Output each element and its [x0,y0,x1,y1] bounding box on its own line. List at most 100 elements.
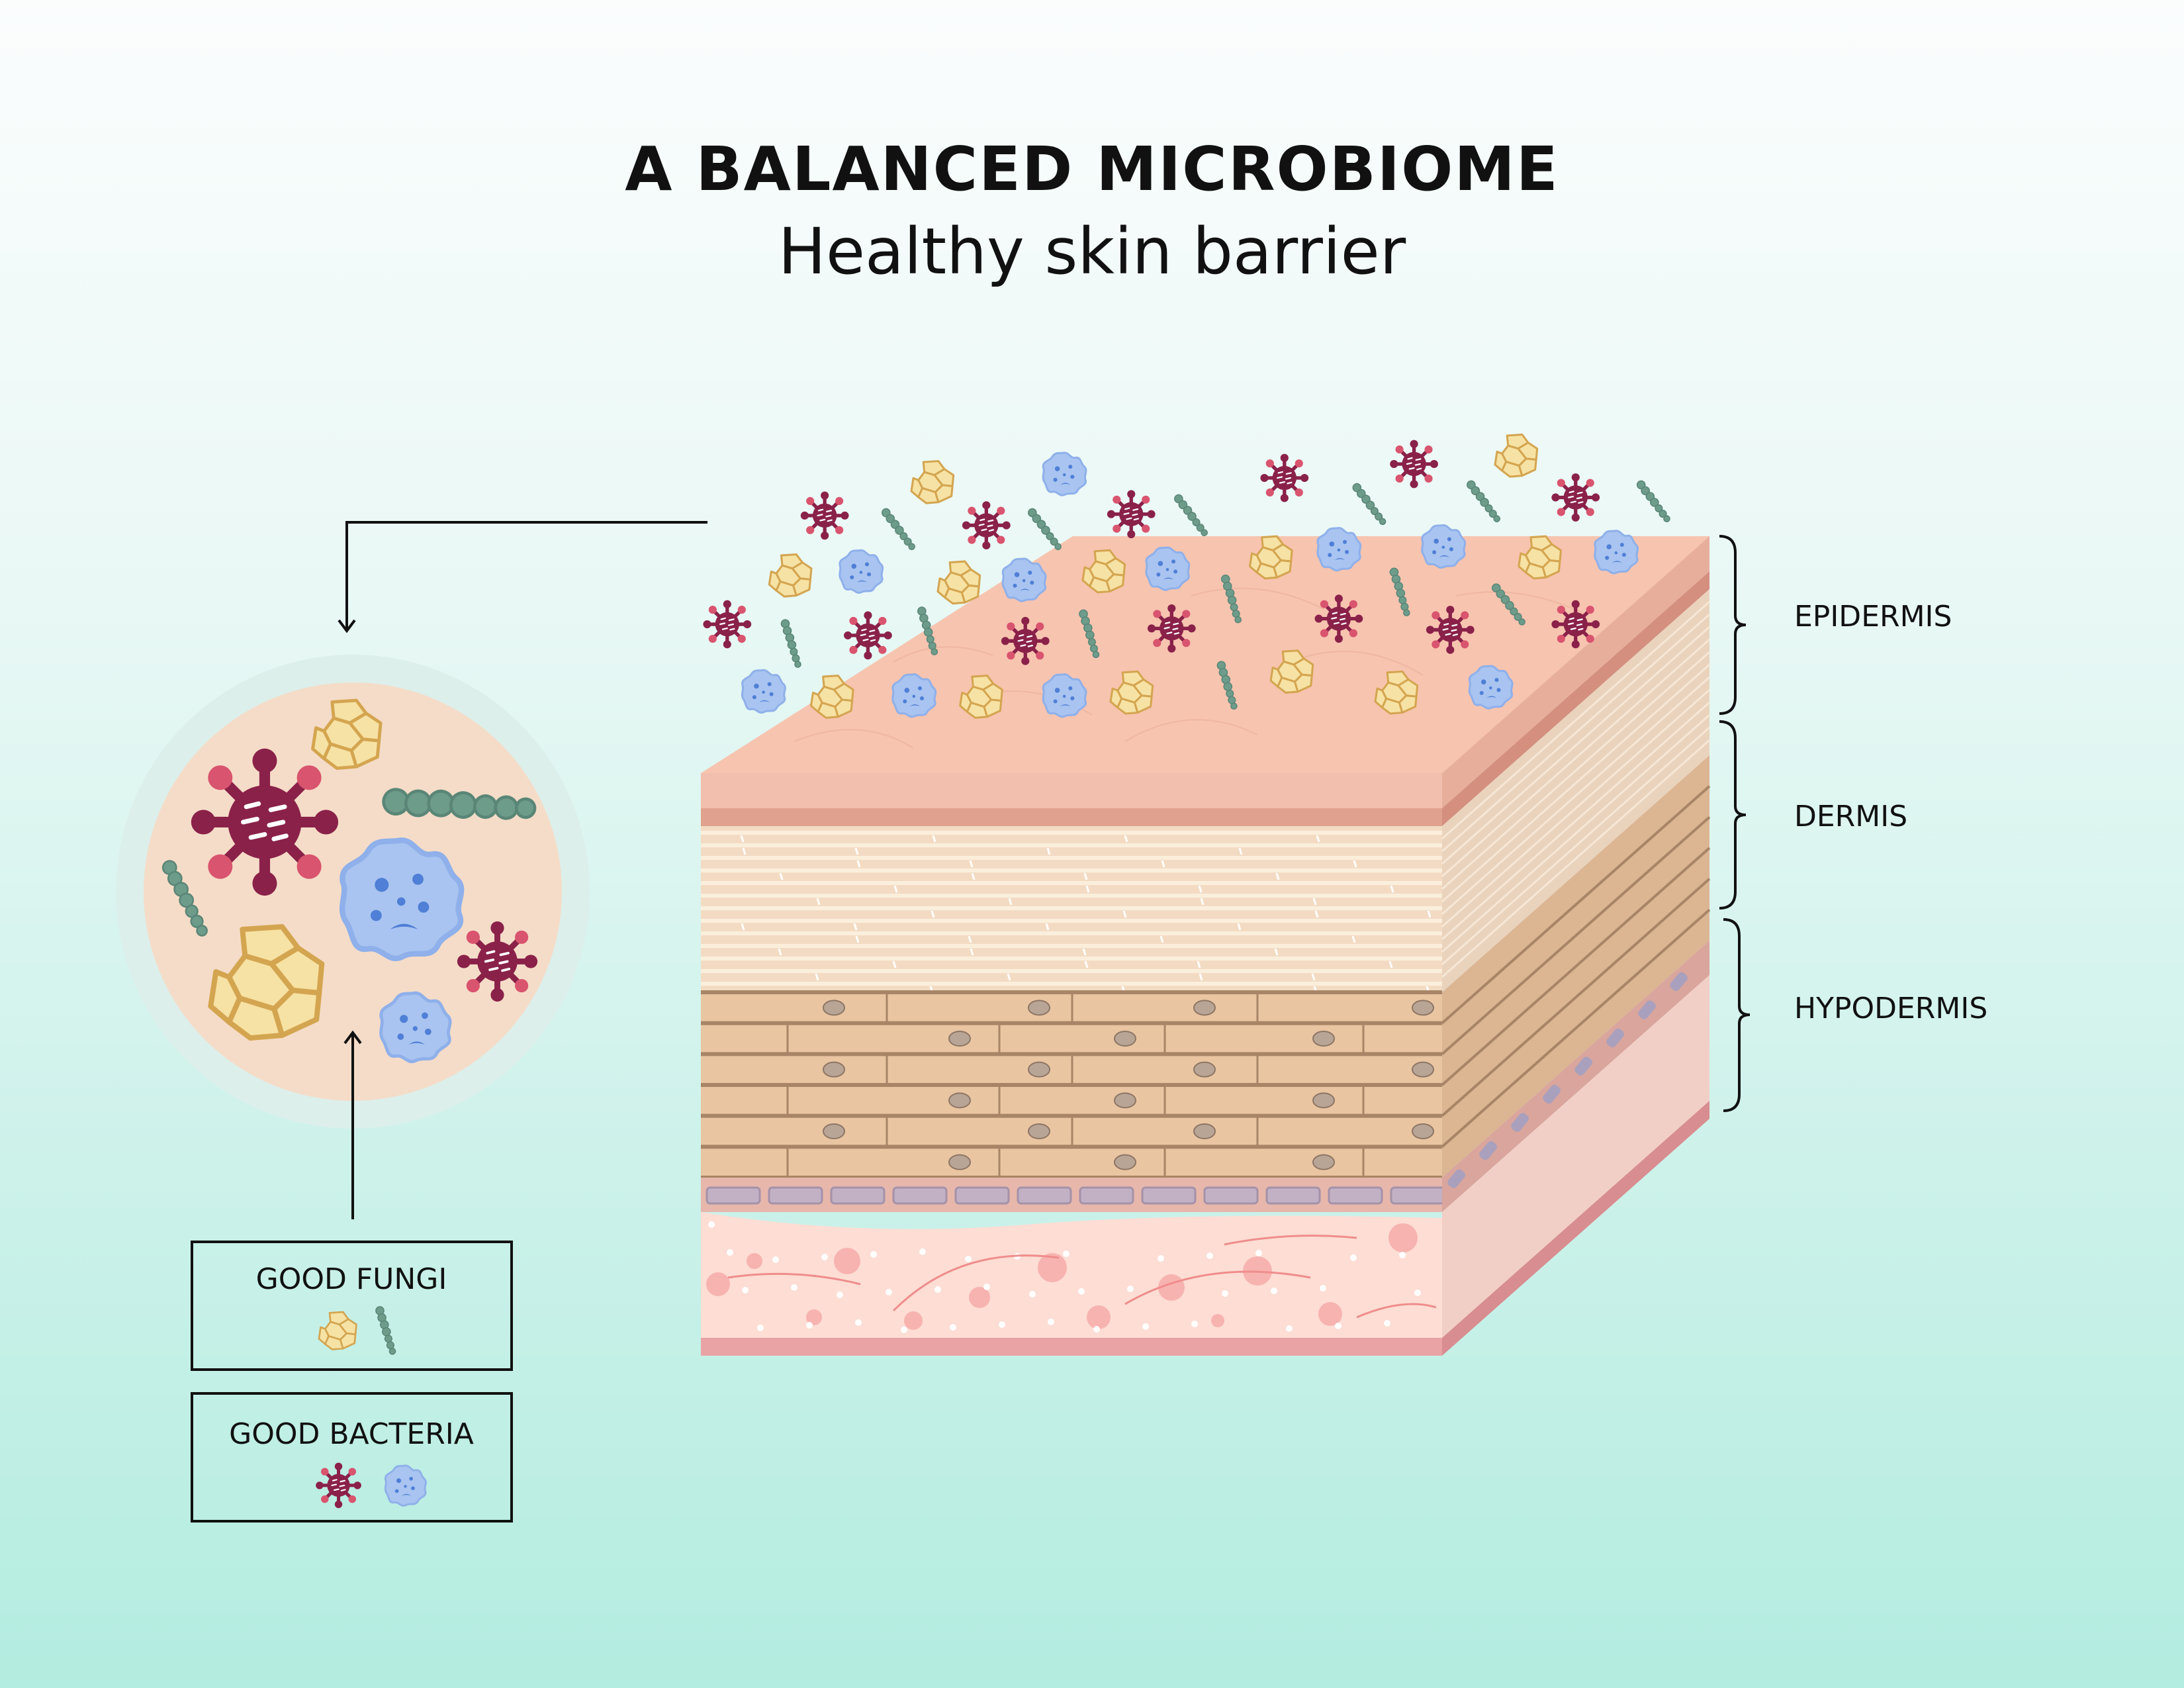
side-basal-cell [1574,1056,1592,1076]
stratum-mark [931,910,935,918]
magnified-view [116,655,590,1129]
fat-dot [1029,1291,1036,1297]
virus-bacteria-icon [801,491,849,539]
stratum-mark [1045,923,1050,931]
fat-dot [999,1321,1005,1328]
fat-dot [1399,1252,1406,1258]
side-stripe [1441,626,1710,865]
stratum-mark [1388,961,1393,968]
side-basal-cell [1447,1169,1465,1188]
stratum-mark [1008,898,1013,906]
stratum-mark [856,860,861,868]
fat-dot [870,1251,877,1258]
fat-dot [1158,1255,1164,1262]
stratum-mark [969,860,974,868]
stratum-mark [1197,961,1201,968]
fat-dot [950,1324,956,1331]
fat-dot [983,1284,990,1290]
legend-good-fungi: GOOD FUNGI [191,1241,513,1371]
blob-bacteria-icon [1145,546,1191,591]
stratum-mark [1160,935,1164,943]
virus-bacteria-icon [1315,594,1363,643]
stratum-mark [1124,835,1128,843]
fat-dot [1320,1285,1326,1291]
side-basal-cell [1479,1141,1497,1160]
dermis-cells [701,990,1442,1180]
side-stripe [1441,726,1710,966]
stratum-mark [1390,885,1394,893]
legend-label-fungi: GOOD FUNGI [256,1262,447,1296]
fat-dot [1222,1290,1228,1297]
stratum-mark [740,835,745,843]
side-stripe [1441,651,1710,890]
cell-nucleus [1412,1123,1434,1139]
fat-cell [747,1253,762,1269]
blob-bacteria-icon [384,1464,427,1507]
surface-crack [1124,719,1258,742]
cell-nucleus [1412,1000,1434,1016]
fat-dot [1142,1323,1149,1330]
virus-bacteria-icon [703,600,751,649]
layer-brackets [1719,535,1751,1112]
fat-dot [821,1254,828,1260]
fat-dot [727,1249,733,1256]
stratum-mark [1046,847,1051,855]
surface-crack [893,646,993,663]
bottom-band [701,1338,1442,1356]
side-cell-border [1441,785,1711,1025]
virus-bacteria-icon [316,1463,361,1509]
fat-dot [1048,1319,1054,1325]
side-stripe [1441,600,1710,840]
stratum-mark [1353,860,1357,868]
stratum-mark [1314,910,1319,918]
virus-bacteria-icon [1107,490,1156,538]
fat-dot [1078,1288,1085,1295]
fat-dot [855,1319,862,1326]
fat-dot [965,1256,972,1262]
fat-cell [969,1287,990,1308]
stratum-mark [892,961,897,968]
stratum-mark [742,847,747,855]
fiber-line [727,1272,861,1286]
stratum-mark [932,835,936,843]
basal-cell [892,1186,948,1205]
stratum-mark [778,948,782,956]
connector-line-to-magnifier [345,521,707,630]
fat-dot [901,1327,907,1333]
stratum-mark [1007,973,1011,981]
basal-cell [830,1186,886,1205]
fat-dot [772,1256,779,1263]
fat-dot [919,1248,926,1255]
stratum-mark [1199,973,1203,981]
side-texture [1441,600,1711,1188]
basal-cell [1141,1186,1197,1205]
fat-cell [1318,1302,1342,1326]
stratum-mark [1200,898,1205,906]
stratum-mark [971,872,976,880]
blob-bacteria-icon [381,993,450,1062]
label-dermis: DERMIS [1794,800,1907,833]
side-cell-border [1441,878,1711,1117]
side-basal-cell [1543,1084,1561,1104]
blob-bacteria-icon [741,669,786,714]
bracket-epidermis [1719,535,1747,715]
fat-dot [1255,1250,1262,1256]
fat-cell [904,1311,923,1330]
fat-dot [1384,1320,1390,1327]
cell-nucleus [1114,1154,1136,1170]
virus-bacteria-icon [191,749,338,896]
side-basal-cell [1606,1028,1624,1048]
fiber-line [1224,1235,1357,1246]
basal-cell [1079,1186,1134,1205]
surface-crack [1191,587,1324,610]
surface-crack [1290,651,1424,676]
blob-bacteria-icon [342,840,461,959]
side-basal-cell [1511,1113,1529,1132]
fat-dot [791,1284,797,1291]
virus-bacteria-icon [1001,617,1050,665]
fat-dot [1191,1321,1198,1327]
fat-cell [1087,1305,1111,1329]
side-basal-cell [1670,972,1688,992]
side-bottom [1442,1101,1709,1356]
cell-nucleus [1028,1061,1050,1078]
